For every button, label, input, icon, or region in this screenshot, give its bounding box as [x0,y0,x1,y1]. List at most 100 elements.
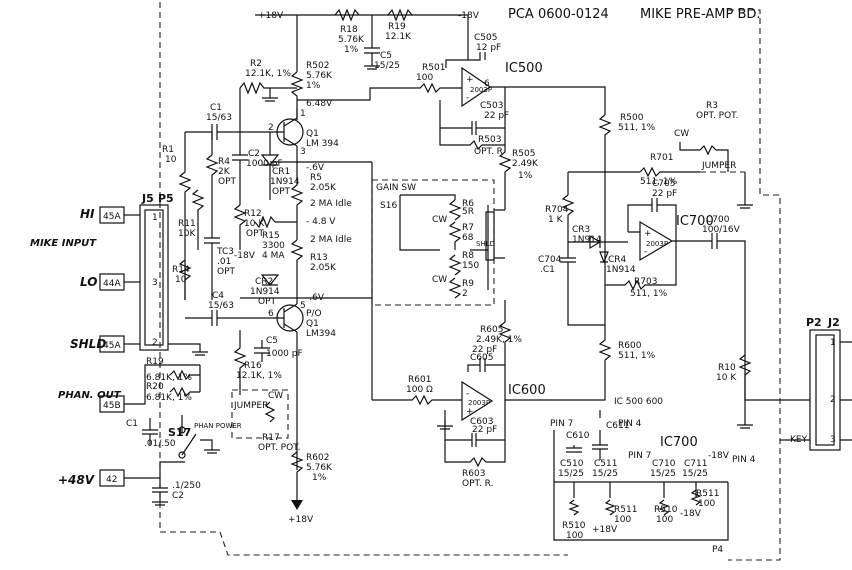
s17-contact-2 [178,451,186,459]
plus18-arrow [291,500,303,510]
c605-label: C605 [470,353,493,363]
r15-resistor [254,215,276,229]
ic700-opamp [639,220,674,262]
r501-label: R501 [422,63,445,73]
ic500-600-label: IC 500 600 [614,397,663,407]
rail-plus18-top: +18V [258,11,284,21]
r5-label: R5 [310,173,322,183]
c2-value: 1000 pF [246,159,283,169]
j2-pin-3: 3 [830,435,836,445]
r704-value: 1 K [548,215,564,225]
r500-label: R500 [620,113,644,123]
ic500-label: IC500 [505,61,543,76]
r5-resistor [290,162,304,240]
c2-label: C2 [248,149,260,159]
r511b-value: 100 [698,499,715,509]
c5b-capacitor [254,340,270,362]
cw4-label: CW [432,275,447,285]
r603-resistor [444,440,506,468]
r505-value: 2.49K [512,159,539,169]
diode-bus [568,172,628,325]
ic600-ground [437,420,453,430]
c704-capacitor [560,240,605,326]
c2b-value: .1/250 [172,481,201,491]
r19-resistor [387,8,413,22]
r12-value: 10 K [244,219,265,229]
r605-label: R605 [480,325,503,335]
ic600-opamp [461,380,494,422]
p4-label: P4 [712,545,723,555]
rail-minus18-pin4: -18V [708,451,730,461]
j5-label: J5 [141,192,154,205]
r6-resistor [448,199,462,221]
r511b-label: R511 [696,489,719,499]
c1b-capacitor [142,418,158,445]
r510b-label: R510 [654,505,678,515]
r9-value: 2 [462,289,468,299]
cr2-value: 1N914 [250,287,280,297]
c610-label: C610 [566,431,590,441]
r10-resistor [738,354,752,425]
ic500-part: 2003P [470,86,492,94]
r511-value: 100 [614,515,631,525]
r20-value: 6.81K, 1% [146,393,192,403]
c611-label: C611 [606,421,629,431]
r20-label: R20 [146,382,164,392]
r500-value: 511, 1% [618,123,656,133]
c610-c611 [566,410,608,460]
r12-resistor [233,204,247,250]
jumper-label: JUMPER [701,161,736,171]
q1-base [283,117,298,147]
c505-value: 12 pF [476,43,501,53]
r13-label: R13 [310,253,328,263]
s17-switch-arm [181,415,197,456]
c510-label: C510 [560,459,584,469]
r503-value: OPT. R [474,147,503,157]
r1-label: R1 [162,145,174,155]
voltage-minus06-top: -.6V [306,163,325,173]
r600-resistor [505,325,612,401]
r17-label: R17 [262,433,280,443]
q1b-value: LM394 [306,329,336,339]
r602-tol: 1% [312,473,327,483]
r701-label: R701 [650,153,673,163]
r603-value: OPT. R. [462,479,493,489]
r11-label: R11 [178,219,196,229]
r511-label: R511 [614,505,637,515]
c511-value: 15/25 [592,469,618,479]
q1-pin-2: 2 [268,123,274,133]
r8-value: 150 [462,261,479,271]
c5b-label: C5 [266,336,278,346]
r601-resistor [372,394,462,406]
ic500-plus: + [466,75,474,85]
term-42-label: 42 [106,475,117,485]
r502-resistor [290,71,304,108]
board-outline [159,2,781,561]
cr1-label: CR1 [272,167,290,177]
term-44a-label: 44A [103,279,121,289]
r605-resistor [498,300,512,365]
c700-value: 100/16V [702,225,741,235]
j2-connector [809,329,841,451]
q1b-pin-6: 6 [268,309,274,319]
pin4b-label: PIN 4 [732,455,756,465]
r20-resistor [169,386,200,398]
c710-value: 15/25 [650,469,676,479]
r502-tol: 1% [306,81,321,91]
c4-label: C4 [212,291,224,301]
q1b-label: Q1 [306,319,319,329]
c711-value: 15/25 [682,469,708,479]
gain-sw-label: GAIN SW [376,183,416,193]
r704-resistor [561,194,575,240]
mike-input-label: MIKE INPUT [30,238,97,249]
r12-tol: OPT [246,229,265,239]
c710-label: C710 [652,459,676,469]
r10-ground [737,424,753,429]
tc3-value: .01 [217,257,231,267]
r17-pot [264,401,276,423]
r602-value: 5.76K [306,463,333,473]
ic600-minus: - [466,389,469,399]
c2b-capacitor [152,478,168,506]
